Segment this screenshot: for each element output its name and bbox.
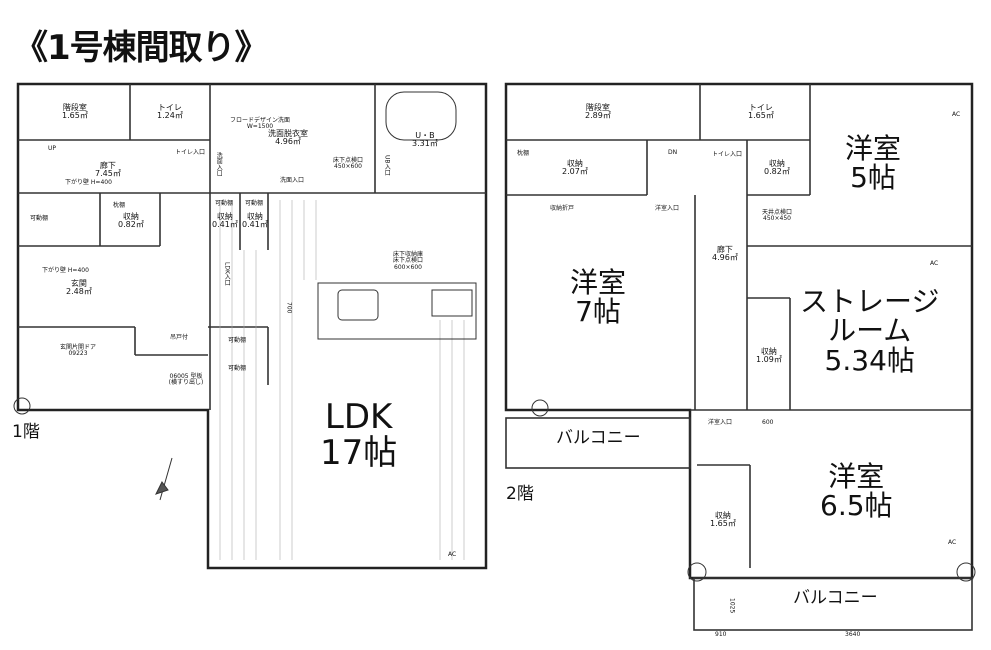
closet-door-label: 収納折戸 [550,205,575,212]
f2-ac3-label: AC [948,539,957,546]
hanging-label: 吊戸付 [170,334,189,341]
dim-600: 600 [762,419,774,426]
f2-ac1-label: AC [952,111,961,118]
pillow-shelf-label: 枕棚 [113,202,126,209]
shelf-label-3: 可動棚 [245,200,264,207]
dn-label: DN [668,149,678,156]
f2-toilet-door-label: トイレ入口 [712,151,743,158]
sagari-wall-1: 下がり壁 H=400 [65,179,112,186]
stove-icon [431,289,473,317]
dim-910: 910 [715,631,727,638]
vanity-label: フロードデザイン洗面 W=1500 [230,117,291,131]
sink-icon [337,289,379,321]
up-label: UP [48,145,57,152]
page-title: 《1号棟間取り》 [14,28,269,68]
kitchen-counter [317,282,477,340]
wash-door-label: 洗面入口 [280,177,305,184]
ldk-flooring [219,200,465,560]
dim-3640: 3640 [845,631,861,638]
ldk-door-label: LDK入口 [223,262,231,286]
entry-door-label: 玄関片開ドア 09223 [59,344,96,358]
balcony-1-label: バルコニー [556,428,641,448]
dim-700: 700 [285,302,293,314]
balcony-2-label: バルコニー [793,588,878,608]
bathtub-icon [385,91,457,141]
shelf-label-5: 可動棚 [228,365,247,372]
shelf-label-1: 可動棚 [30,215,49,222]
ceiling-check-label: 天井点検口 450×450 [761,209,792,223]
floor1-label: 1階 [12,422,40,442]
floor1-outer-wall [16,82,488,570]
north-arrow-icon [155,457,173,501]
shelf-label-2: 可動棚 [215,200,234,207]
toilet-door-label: トイレ入口 [175,149,206,156]
f2-pillow-shelf-label: 枕棚 [517,150,530,157]
ub-door-label: UB入口 [383,155,391,176]
shelf-label-4: 可動棚 [228,337,247,344]
sagari-wall-2: 下がり壁 H=400 [42,267,89,274]
floor-check-label: 床下点検口 450×600 [332,157,363,171]
floor-storage-label: 床下収納庫 床下点検口 600×600 [392,251,423,271]
wash-door2-label: 洗面入口 [215,152,223,176]
floor2-label: 2階 [506,484,534,504]
f2-ac2-label: AC [930,260,939,267]
f2-room-door-label: 洋室入口 [655,205,680,212]
dim-1025: 1025 [728,598,736,614]
f2-room-door2-label: 洋室入口 [708,419,733,426]
f1-ac-label: AC [448,551,457,558]
window-label: 06005 型板 (横すり出し) [168,373,204,387]
